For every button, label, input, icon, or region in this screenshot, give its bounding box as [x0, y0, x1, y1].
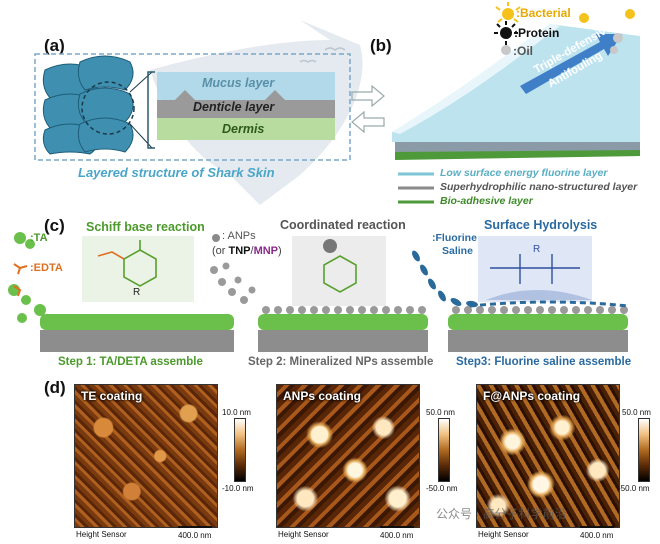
hydrolysis-label: Surface Hydrolysis: [484, 218, 598, 232]
fluorine-layer-sheet: [392, 24, 640, 142]
schiff-base-label: Schiff base reaction: [86, 220, 205, 234]
ta-particles-left: [8, 232, 46, 323]
anps-slash: /: [250, 245, 254, 257]
legend-nano-label: Superhydrophilic nano-structured layer: [440, 181, 638, 193]
scalebar-fanps-label: 400.0 nm: [580, 531, 614, 540]
denticle-layer-label: Denticle layer: [193, 100, 275, 114]
scalebar-fanps: [580, 526, 614, 528]
protein-label: :Protein: [514, 26, 560, 40]
oil-label: :Oil: [513, 44, 533, 58]
legend-bio-label: Bio-adhesive layer: [440, 195, 533, 207]
panel-c-letter: (c): [44, 216, 65, 235]
coordinated-particle: [323, 239, 337, 253]
edta-icon: [13, 263, 28, 275]
afm-image-te: TE coating: [74, 384, 218, 528]
siloxane-chain: [490, 254, 580, 284]
top-sheet-shine: [392, 24, 560, 134]
afm-title-anps: ANPs coating: [283, 389, 362, 403]
bird-1: [324, 47, 346, 51]
colorbar-te-bottom: -10.0 nm: [222, 484, 254, 493]
oil-icon-3: [610, 46, 618, 54]
scalebar-te: [178, 526, 212, 528]
oil-icon: [501, 45, 511, 55]
fluorine-saline-label-1: :Fluorine: [432, 232, 477, 244]
anps-layer: [262, 306, 628, 314]
substrate-step-1: [40, 330, 234, 352]
antifouling-arrow: [520, 34, 622, 94]
schiff-molecule: [97, 240, 157, 287]
scalebar-te-label: 400.0 nm: [178, 531, 212, 540]
colorbar-anps-top: 50.0 nm: [426, 408, 455, 417]
scalebar-anps-label: 400.0 nm: [380, 531, 414, 540]
afm-title-te: TE coating: [81, 389, 143, 403]
sensor-label-fanps: Height Sensor: [478, 530, 529, 539]
substrate-step-2: [258, 330, 428, 352]
fluorine-saline-coating: [469, 300, 629, 308]
substrate-step-3: [448, 330, 628, 352]
anps-alt-label: (or TNP/MNP): [212, 245, 282, 257]
mnp-label: MNP: [253, 245, 279, 257]
colorbar-te: [234, 418, 246, 482]
fluorine-saline-label-2: Saline: [442, 245, 473, 257]
step-3-label: Step3: Fluorine saline assemble: [456, 356, 632, 368]
arrow-right-icon: [351, 84, 385, 108]
colorbar-anps: [438, 418, 450, 482]
scalebar-anps: [380, 526, 414, 528]
denticles-cluster: [42, 55, 134, 155]
anps-close: ): [278, 245, 282, 257]
colorbar-fanps-bottom: -50.0 nm: [618, 484, 650, 493]
zoom-circle: [81, 81, 135, 135]
watermark: 公众号 · 高分子科学前沿: [436, 507, 567, 521]
afm-image-fanps: F@ANPs coating: [476, 384, 620, 528]
edta-label: :EDTA: [30, 262, 63, 274]
afm-image-anps: ANPs coating: [276, 384, 420, 528]
coordinated-label: Coordinated reaction: [280, 218, 406, 232]
sensor-label-anps: Height Sensor: [278, 530, 329, 539]
colorbar-fanps: [638, 418, 650, 482]
panel-a-frame: [34, 53, 351, 161]
coordinated-molecule: [323, 255, 357, 293]
bacterial-label: :Bacterial: [516, 6, 571, 20]
anps-legend-icon: [212, 234, 220, 242]
ta-polymer-layer: [40, 314, 628, 330]
colorbar-fanps-top: 50.0 nm: [622, 408, 651, 417]
sensor-label-te: Height Sensor: [76, 530, 127, 539]
panel-a-letter: (a): [44, 36, 65, 55]
schiff-molecule-r: R: [133, 287, 141, 298]
bacterial-icon: [495, 2, 521, 23]
edta-icon-2: [13, 285, 22, 297]
coordinated-box: [292, 236, 386, 306]
afm-title-fanps: F@ANPs coating: [483, 389, 581, 403]
panel-b-letter: (b): [370, 36, 392, 55]
bird-2: [299, 59, 317, 63]
zoom-bracket: [147, 71, 155, 149]
anps-or: (or: [212, 245, 229, 257]
colorbar-te-top: 10.0 nm: [222, 408, 251, 417]
ta-label: :TA: [30, 232, 48, 244]
oil-icon-2: [613, 33, 623, 43]
step-2-label: Step 2: Mineralized NPs assemble: [248, 356, 434, 368]
panel-a-caption: Layered structure of Shark Skin: [78, 165, 275, 180]
hydrolysis-dome: [486, 290, 592, 300]
protein-icon: [494, 21, 518, 45]
legend-fluorine-label: Low surface energy fluorine layer: [440, 167, 608, 179]
arrow-left-icon: [351, 110, 385, 134]
tnp-label: TNP: [228, 245, 251, 257]
panel-d-letter: (d): [44, 378, 66, 397]
step-1-label: Step 1: TA/DETA assemble: [58, 356, 203, 368]
schiff-base-box: [82, 236, 194, 302]
fluorine-saline-drops: [412, 250, 478, 308]
anps-falling: [210, 262, 256, 304]
colorbar-anps-bottom: -50.0 nm: [426, 484, 458, 493]
dermis-layer-label: Dermis: [222, 122, 265, 136]
siloxane-r: R: [533, 244, 541, 255]
denticle-layer-shape: [157, 90, 335, 118]
bacterial-icon-2: [579, 9, 635, 23]
mucus-layer-label: Mucus layer: [202, 76, 275, 90]
dermis-layer-rect: [157, 118, 335, 140]
anps-label: : ANPs: [222, 230, 256, 242]
